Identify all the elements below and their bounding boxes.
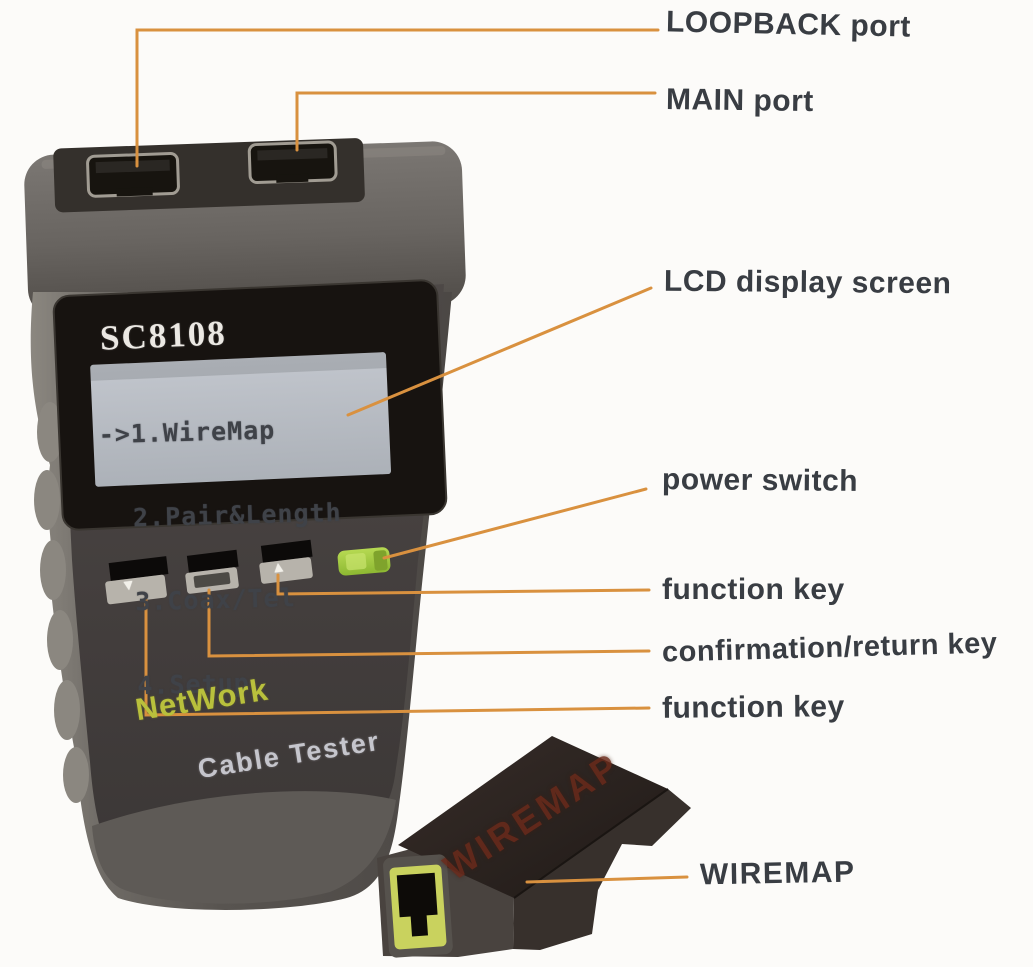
- lcd-menu-item-pairlength: 2.Pair&Length: [100, 497, 343, 534]
- model-number: SC8108: [99, 313, 228, 358]
- enter-key: [185, 549, 239, 594]
- wiremap-remote-top: [398, 736, 668, 898]
- label-power-switch: power switch: [661, 463, 859, 498]
- callout-function-key-2: [144, 598, 651, 717]
- lcd-menu-item-coaxtel: 3.Coax/Tel: [102, 583, 297, 618]
- callout-main-port: [295, 91, 657, 152]
- function-key-up: [259, 539, 313, 584]
- lcd-screen: [90, 352, 392, 487]
- label-function-key-2: function key: [661, 690, 845, 725]
- label-function-key-1: function key: [662, 573, 845, 606]
- lcd-menu-item-wiremap: ->1.WireMap: [98, 415, 276, 450]
- up-arrow-icon: ▲: [270, 558, 287, 577]
- callout-wiremap: [525, 875, 689, 884]
- side-grip-ridges: [34, 402, 89, 803]
- callout-power-switch: [382, 487, 648, 560]
- device-top-cap: [24, 138, 466, 319]
- power-switch: [337, 547, 391, 576]
- wiremap-remote-side: [513, 789, 691, 950]
- loopback-port: [86, 152, 180, 198]
- callout-loopback-port: [135, 28, 660, 168]
- rj45-jack: [383, 854, 453, 958]
- label-wiremap: WIREMAP: [699, 855, 856, 892]
- function-key-down: [105, 556, 169, 605]
- label-lcd-display-screen: LCD display screen: [663, 264, 952, 301]
- wiremap-remote: [377, 736, 691, 958]
- down-arrow-icon: ▼: [120, 576, 137, 595]
- label-loopback-port: LOOPBACK port: [665, 5, 912, 44]
- callout-lcd-screen: [346, 286, 653, 417]
- callout-confirm-key: [207, 588, 651, 658]
- callout-function-key-1: [276, 573, 651, 596]
- label-main-port: MAIN port: [665, 82, 815, 119]
- bottom-grip: [92, 791, 396, 904]
- main-port: [247, 140, 338, 185]
